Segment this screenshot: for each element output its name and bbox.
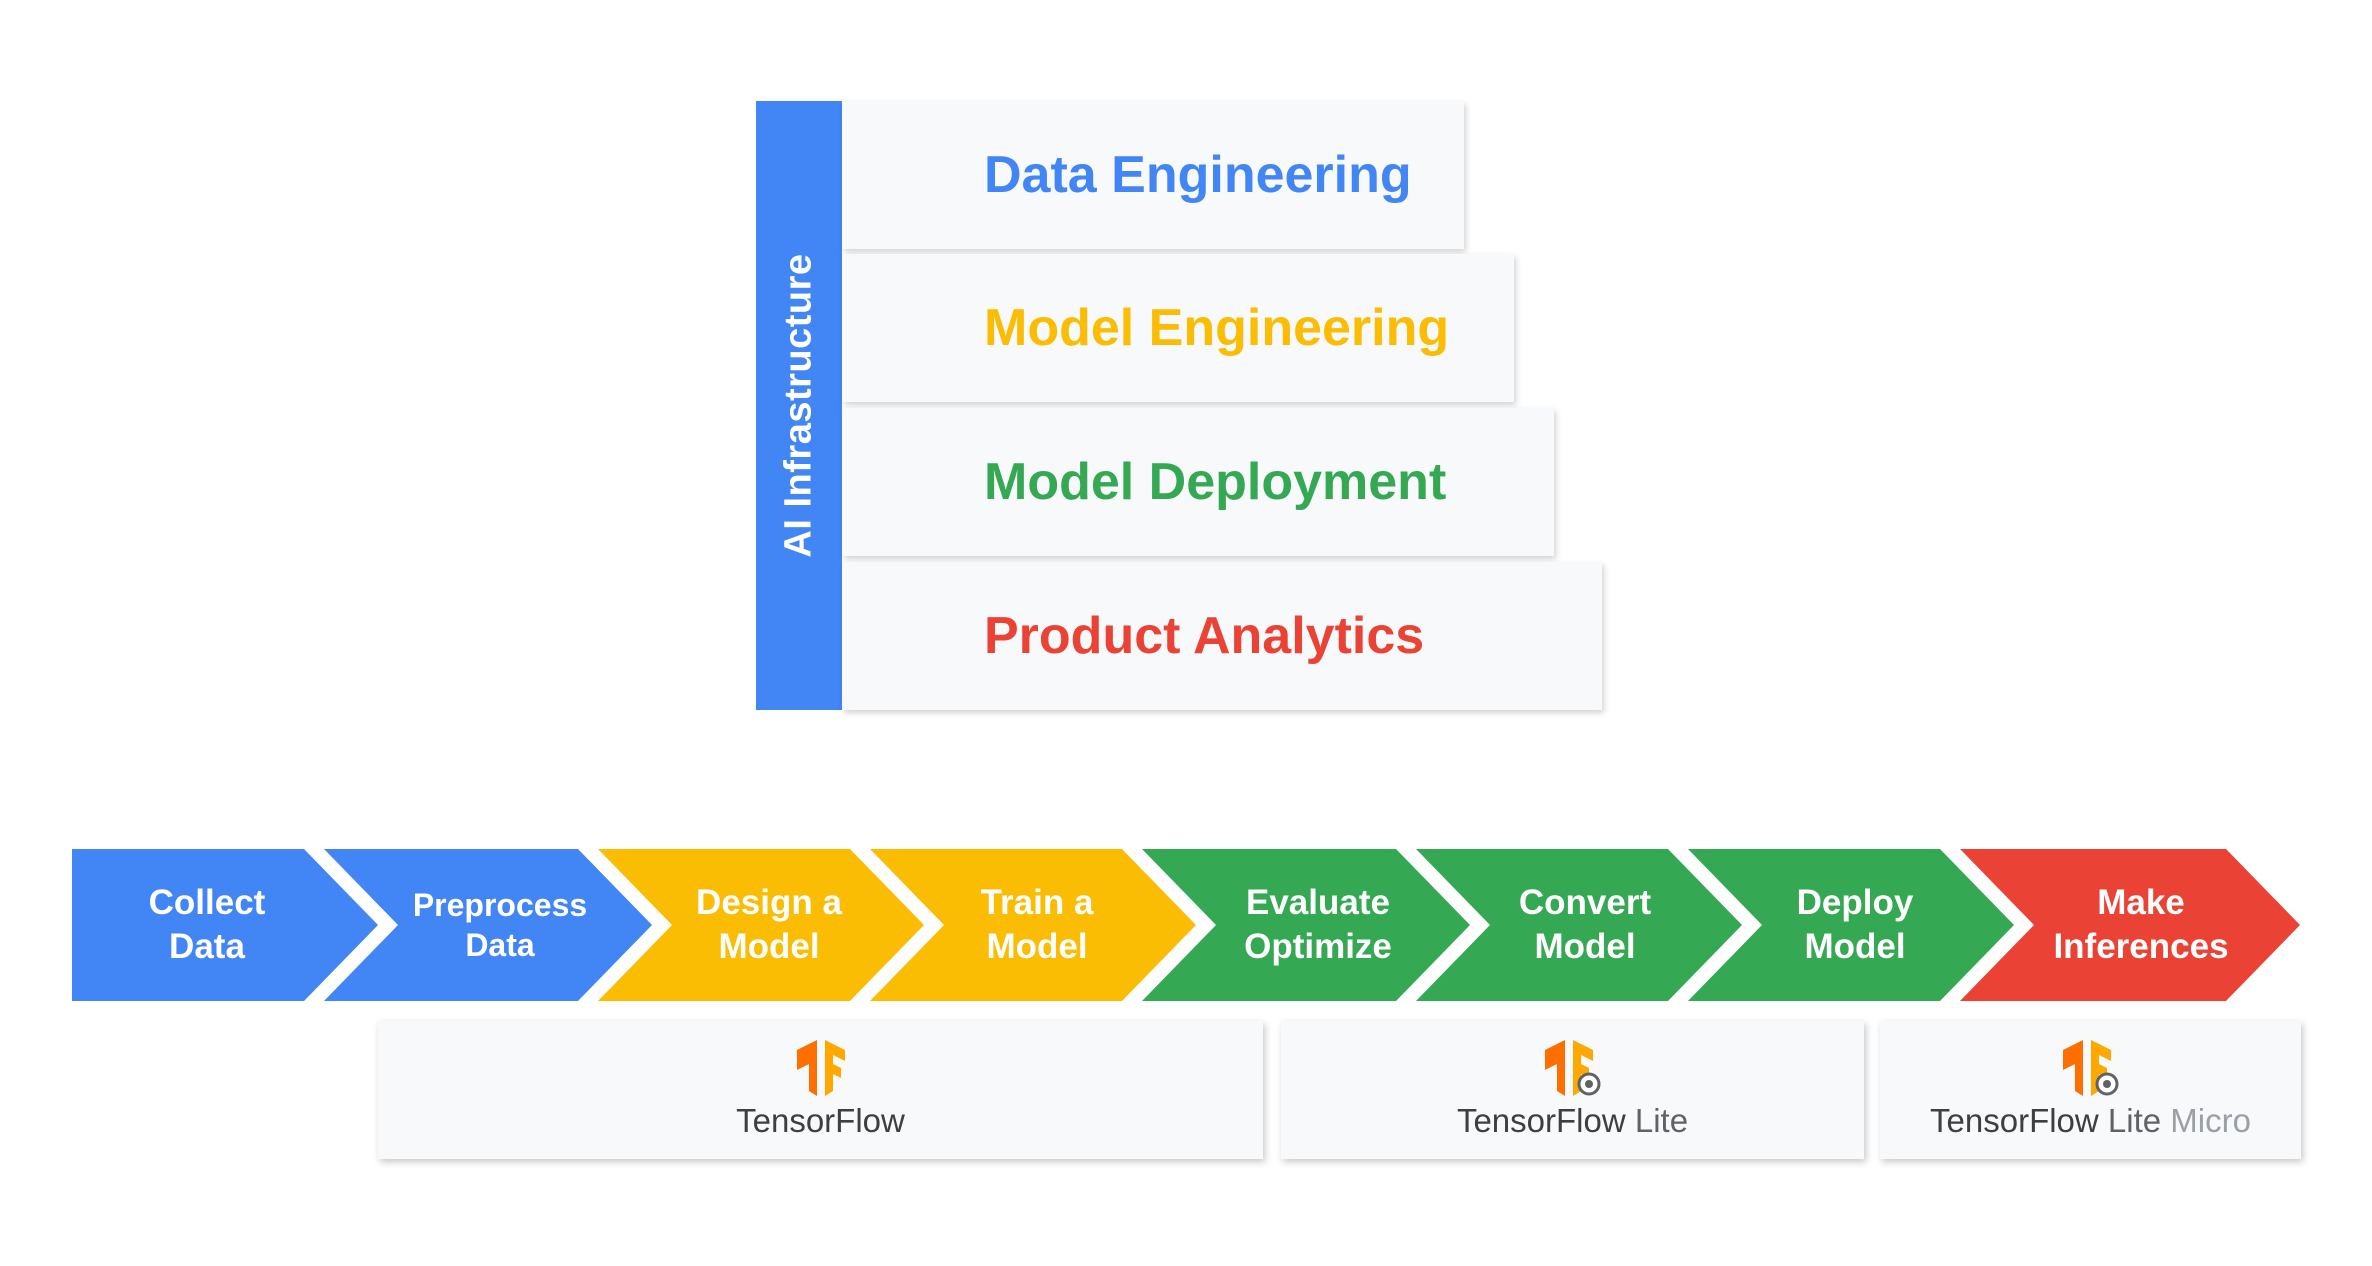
framework-name: TensorFlow Lite [1457, 1102, 1688, 1140]
framework-tensorflow-lite-micro: TensorFlow Lite Micro [1880, 1021, 2301, 1159]
tensorflow-logo-icon [796, 1040, 845, 1096]
step-line: Train a [980, 883, 1094, 922]
chevron-evaluate-optimize [1142, 849, 1470, 1001]
step-line: Collect [148, 883, 266, 922]
framework-tensorflow: TensorFlow [378, 1021, 1263, 1159]
framework-name-main: TensorFlow [1456, 1102, 1626, 1139]
framework-name-suffix: Lite [2098, 1102, 2162, 1139]
stack-row-product-analytics: Product Analytics [842, 562, 1602, 710]
step-line: Model [1804, 927, 1906, 966]
framework-name: TensorFlow [736, 1102, 905, 1140]
tensorflow-lite-micro-logo-icon [2062, 1040, 2118, 1096]
step-line: Design a [696, 883, 842, 922]
chevron-convert-model [1416, 849, 1742, 1001]
step-line: Preprocess [412, 887, 588, 923]
stack-label-model-deployment: Model Deployment [984, 453, 1447, 511]
step-line: Data [465, 927, 535, 963]
chevron-design-model [598, 849, 924, 1001]
step-line: Make [2097, 883, 2185, 922]
stack-label-product-analytics: Product Analytics [984, 607, 1425, 665]
framework-name-suffix: Lite [1625, 1102, 1689, 1139]
step-line: Convert [1518, 883, 1652, 922]
ai-infrastructure-bar: AI Infrastructure [756, 101, 842, 710]
chevron-train-model [870, 849, 1196, 1001]
stack-label-model-engineering: Model Engineering [984, 299, 1450, 357]
pipeline-chevrons [72, 849, 2300, 1001]
chevron-collect-data [72, 849, 378, 1001]
chevron-make-inferences [1960, 849, 2300, 1001]
step-train-model: Train a Model [912, 849, 1162, 1001]
step-line: Model [1534, 927, 1636, 966]
tensorflow-lite-logo-icon [1544, 1040, 1600, 1096]
step-line: Optimize [1244, 927, 1392, 966]
framework-name-main: TensorFlow [1930, 1102, 2099, 1139]
stack-label-data-engineering: Data Engineering [984, 146, 1412, 204]
step-line: Deploy [1796, 883, 1914, 922]
stack-row-model-deployment: Model Deployment [842, 408, 1554, 556]
step-line: Model [986, 927, 1088, 966]
framework-name-main: TensorFlow [736, 1102, 905, 1139]
step-line: Model [718, 927, 820, 966]
framework-tensorflow-lite: TensorFlow Lite [1281, 1021, 1864, 1159]
framework-name: TensorFlow Lite Micro [1930, 1102, 2251, 1140]
chevron-deploy-model [1688, 849, 2014, 1001]
chevron-preprocess-data [324, 849, 652, 1001]
step-design-model: Design a Model [644, 849, 894, 1001]
ai-infrastructure-label: AI Infrastructure [777, 253, 820, 558]
step-line: Data [169, 927, 245, 966]
stack-row-model-engineering: Model Engineering [842, 254, 1514, 402]
step-line: Inferences [2053, 927, 2229, 966]
framework-name-suffix2: Micro [2161, 1102, 2251, 1139]
stack-row-data-engineering: Data Engineering [842, 101, 1464, 249]
step-line: Evaluate [1246, 883, 1390, 922]
